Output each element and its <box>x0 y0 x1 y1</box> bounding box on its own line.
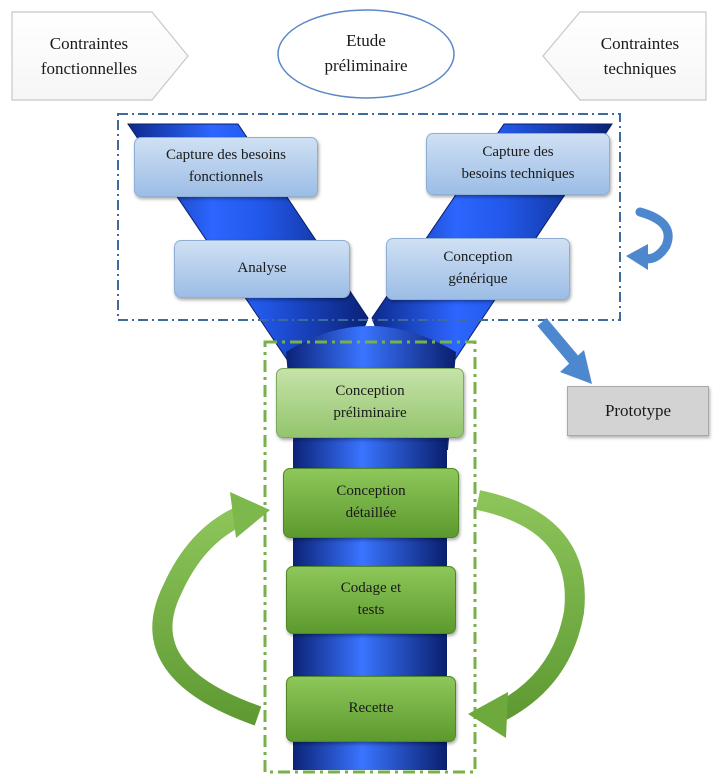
right-loop-arrow <box>475 490 585 721</box>
codage-tests-box: Codage et tests <box>286 566 456 634</box>
conception-generique-box: Conception générique <box>386 238 570 300</box>
left-loop-arrow-head <box>230 492 270 538</box>
prototype-arrow-shaft <box>537 318 579 364</box>
etude-preliminaire-ellipse <box>277 9 455 99</box>
contraintes-techniques-label: Contraintes techniques <box>600 34 680 78</box>
analyse-box: Analyse <box>174 240 350 298</box>
prototype-box: Prototype <box>567 386 709 436</box>
prototype-arrow-head <box>560 350 592 384</box>
conception-preliminaire-box: Conception préliminaire <box>276 368 464 438</box>
recette-box: Recette <box>286 676 456 742</box>
contraintes-fonctionnelles-shape <box>11 11 189 101</box>
etude-preliminaire-label: Etude préliminaire <box>324 31 408 75</box>
right-loop-arrow-head <box>468 692 508 738</box>
conception-detaillee-box: Conception détaillée <box>283 468 459 538</box>
capture-besoins-fonctionnels-box: Capture des besoins fonctionnels <box>134 137 318 197</box>
contraintes-fonctionnelles-label: Contraintes fonctionnelles <box>40 34 138 78</box>
contraintes-techniques-shape <box>542 11 707 101</box>
capture-besoins-techniques-box: Capture des besoins techniques <box>426 133 610 195</box>
cycle-arrow-right <box>635 207 673 264</box>
bottom-dashed-frame <box>263 340 477 774</box>
cycle-arrow-head <box>626 244 648 270</box>
top-dashed-frame <box>117 113 621 321</box>
left-loop-arrow <box>152 506 262 726</box>
